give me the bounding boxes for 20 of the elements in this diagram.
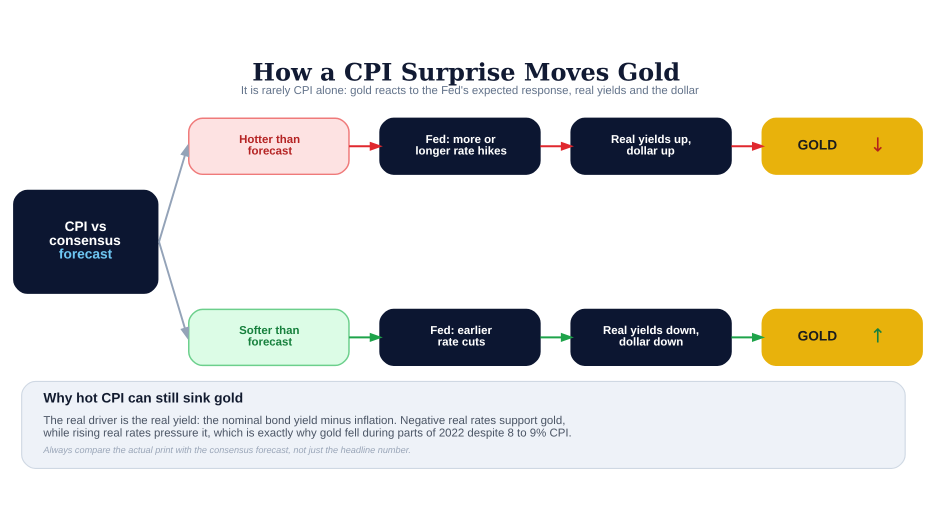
arrow — [158, 143, 190, 242]
diagram-title: How a CPI Surprise Moves Gold — [252, 57, 680, 86]
node-box: GOLD ↑ — [762, 308, 923, 366]
node-box: Fed: more or longer rate hikes — [379, 118, 541, 175]
node-box: Why hot CPI can still sink gold The real driver is the real yield: the nominal bond yield minus inflation. Negative real rates support gold, while rising real rates pressure it, which is exactly why gold fell during parts of 2022 despite 8 to 9% CPI. Always compare the actual print with the consensus forecast, not just the headline number. — [21, 380, 906, 469]
node-box: GOLD ↓ — [762, 118, 923, 175]
node-box: Hotter than forecast — [188, 117, 350, 176]
node-box: Real yields up, dollar up — [570, 118, 732, 175]
arrow — [731, 332, 766, 342]
node-box: Real yields down, dollar down — [570, 308, 732, 366]
arrow — [731, 142, 766, 151]
node-box: CPI vs consensus forecast — [13, 190, 158, 294]
arrow — [349, 332, 383, 342]
caption: It is rarely CPI alone: gold reacts to the Fed's expected response, real yields and the dollar — [240, 85, 699, 98]
arrow — [540, 332, 574, 342]
arrow — [349, 142, 383, 151]
arrow — [540, 142, 574, 151]
arrow — [158, 242, 190, 340]
node-box: Fed: earlier rate cuts — [379, 308, 541, 366]
node-box: Softer than forecast — [188, 308, 350, 366]
